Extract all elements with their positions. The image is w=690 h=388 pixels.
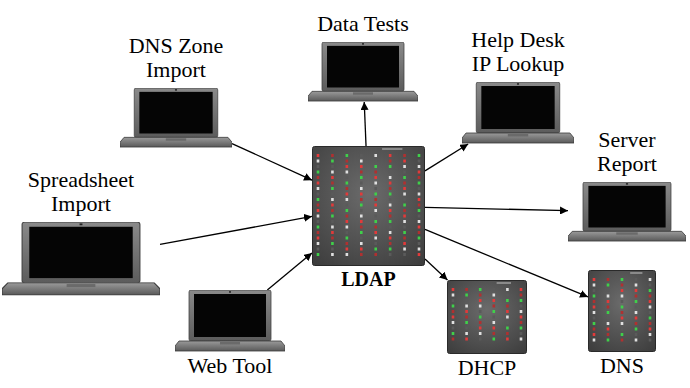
- arrow-connector: [425, 259, 448, 280]
- node-label: Server Report: [580, 128, 675, 176]
- laptop-icon: [120, 88, 232, 148]
- arrow-connector: [160, 216, 312, 244]
- laptop-icon: [2, 222, 160, 296]
- server-node: DHCP: [447, 280, 527, 354]
- node-label: DNS: [582, 354, 662, 378]
- laptop-node: Data Tests: [308, 42, 418, 102]
- laptop-node: Spreadsheet Import: [2, 222, 160, 296]
- node-label: Web Tool: [165, 354, 295, 378]
- server-icon: [588, 270, 656, 352]
- node-label: DHCP: [442, 356, 532, 380]
- arrow-connector: [232, 144, 312, 181]
- server-icon: [312, 146, 425, 266]
- laptop-node: DNS Zone Import: [120, 88, 232, 148]
- laptop-icon: [462, 82, 574, 144]
- server-node: DNS: [588, 270, 656, 352]
- node-label: DNS Zone Import: [111, 34, 241, 82]
- node-label: Data Tests: [298, 12, 428, 36]
- server-node: LDAP: [312, 146, 425, 266]
- laptop-icon: [308, 42, 418, 102]
- arrow-connector: [267, 253, 312, 290]
- laptop-icon: [568, 182, 686, 242]
- laptop-node: Web Tool: [175, 290, 285, 352]
- server-icon: [447, 280, 527, 354]
- node-label: LDAP: [319, 268, 419, 290]
- laptop-node: Server Report: [568, 182, 686, 242]
- laptop-icon: [175, 290, 285, 352]
- node-label: Help Desk IP Lookup: [459, 28, 577, 76]
- arrow-connector: [425, 207, 568, 210]
- arrow-connector: [364, 102, 366, 146]
- arrow-connector: [425, 144, 468, 171]
- node-label: Spreadsheet Import: [6, 168, 156, 216]
- laptop-node: Help Desk IP Lookup: [462, 82, 574, 144]
